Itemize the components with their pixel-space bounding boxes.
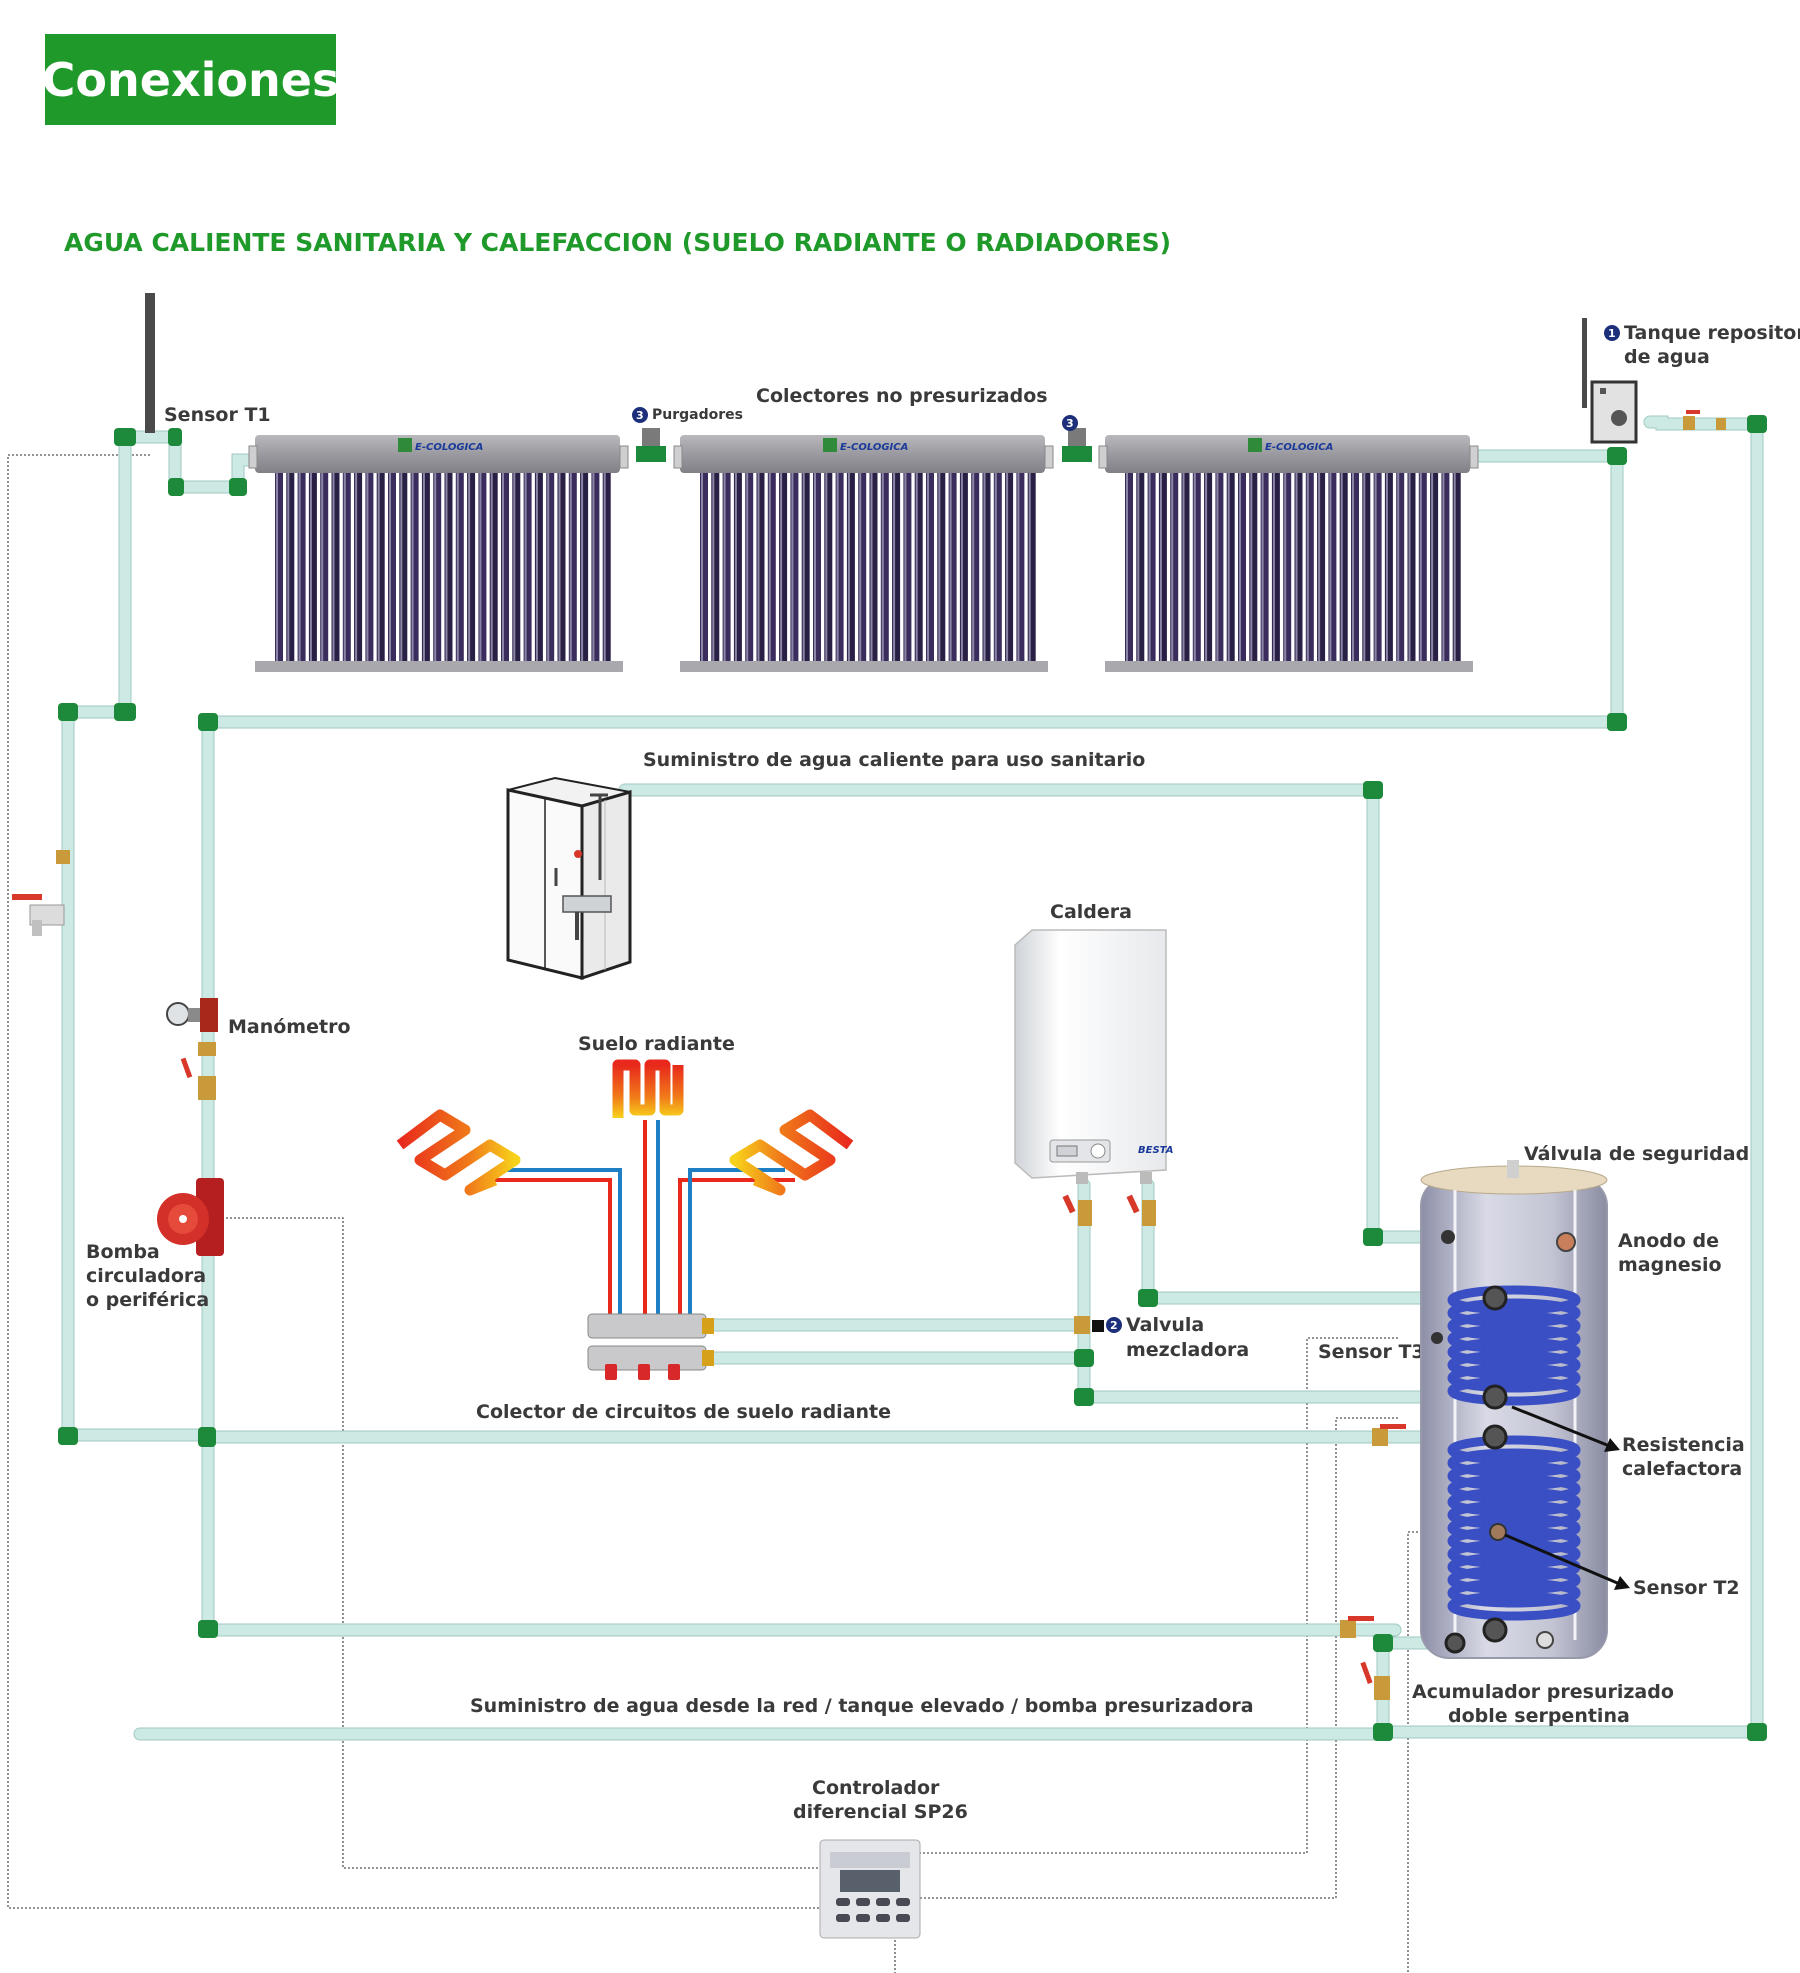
- pressure-gauge-icon: [166, 998, 218, 1032]
- bomba-label-line2: circuladora: [86, 1265, 206, 1287]
- circulation-pump-icon: [157, 1178, 224, 1256]
- coil-turn: [1447, 1526, 1581, 1556]
- sensor-t1-label: Sensor T1: [164, 404, 271, 426]
- boiler-brand: BESTA: [1138, 1145, 1173, 1156]
- sensor-t3-label: Sensor T3: [1318, 1341, 1425, 1363]
- tanque-label-line2: de agua: [1624, 346, 1710, 368]
- coil-turn: [1447, 1435, 1581, 1465]
- collector-brand: E-COLOGICA: [840, 442, 908, 453]
- pipe-elbows: [58, 415, 1767, 1741]
- purgador2-number-badge: [1062, 415, 1078, 431]
- coil-turn: [1447, 1448, 1581, 1478]
- page-title: Conexiones: [42, 34, 339, 125]
- acumulador-label-line2: doble serpentina: [1448, 1705, 1630, 1727]
- sensor-t1-probe: [145, 293, 155, 433]
- purgadores-label: Purgadores: [652, 407, 743, 423]
- resistencia-label-line2: calefactora: [1622, 1458, 1742, 1480]
- coil-turn: [1447, 1565, 1581, 1595]
- controlador-label-line1: Controlador: [812, 1777, 940, 1799]
- coil-turn: [1447, 1298, 1581, 1328]
- tank-ports: [1431, 1230, 1576, 1654]
- coil-turn: [1447, 1324, 1581, 1354]
- coil-turn: [1447, 1337, 1581, 1367]
- caldera-label: Caldera: [1050, 901, 1132, 923]
- bomba-label-line1: Bomba: [86, 1241, 160, 1263]
- collector-brand: E-COLOGICA: [1265, 442, 1333, 453]
- valvula-mez-label-line2: mezcladora: [1126, 1339, 1249, 1361]
- colector-suelo-label: Colector de circuitos de suelo radiante: [476, 1401, 891, 1423]
- purgador2-number: 3: [1066, 417, 1074, 430]
- valvula-mez-number: 2: [1110, 1319, 1118, 1332]
- coil-turn: [1447, 1311, 1581, 1341]
- coil-turn: [1447, 1487, 1581, 1517]
- colectores-label: Colectores no presurizados: [756, 385, 1048, 407]
- shower-cabin-icon: [506, 776, 632, 981]
- acumulador-label-line1: Acumulador presurizado: [1412, 1681, 1674, 1703]
- ball-valve-icon: [180, 1042, 216, 1100]
- coil-turn: [1447, 1474, 1581, 1504]
- purgador-valve-1: [636, 428, 666, 462]
- anodo-label-line2: magnesio: [1618, 1254, 1722, 1276]
- coil-turn: [1447, 1578, 1581, 1608]
- mixing-valve-icon: [1074, 1316, 1104, 1334]
- differential-controller-icon: [819, 1839, 921, 1939]
- valvula-seguridad-label: Válvula de seguridad: [1524, 1143, 1749, 1165]
- drain-valve-icon: [12, 850, 70, 936]
- acs-label: Suministro de agua caliente para uso san…: [643, 749, 1145, 771]
- sensor-t2-label: Sensor T2: [1633, 1577, 1740, 1599]
- coil-turn: [1447, 1461, 1581, 1491]
- solar-collectors: E-COLOGICA E-COLOGICA E-COLOGICA: [248, 435, 1479, 672]
- page-subtitle: AGUA CALIENTE SANITARIA Y CALEFACCION (S…: [64, 228, 1172, 257]
- floor-heating-manifold-icon: [587, 1313, 714, 1380]
- coil-turn: [1447, 1350, 1581, 1380]
- coil-turn: [1447, 1591, 1581, 1621]
- resistencia-label-line1: Resistencia: [1622, 1434, 1745, 1456]
- purgadores-number-badge: [632, 407, 648, 423]
- coil-turn: [1447, 1363, 1581, 1393]
- control-wires: [7, 454, 1498, 1973]
- collector-brand: E-COLOGICA: [415, 442, 483, 453]
- tank-inlet-valves: [1340, 1424, 1406, 1700]
- coil-turn: [1447, 1376, 1581, 1406]
- boiler-icon: [1014, 929, 1167, 1184]
- controlador-label-line2: diferencial SP26: [793, 1801, 968, 1823]
- floor-heating-loops: [396, 1059, 854, 1330]
- coil-turn: [1447, 1552, 1581, 1582]
- solar-collector-icon: E-COLOGICA: [1098, 435, 1479, 672]
- purgador-valve-2: [1062, 428, 1092, 462]
- valvula-mez-label-line1: Valvula: [1126, 1314, 1204, 1336]
- purgadores-number: 3: [636, 409, 644, 422]
- tanque-number-badge: [1604, 325, 1620, 341]
- tanque-repositor-icon: [1582, 318, 1638, 444]
- tank-coils: [1447, 1285, 1581, 1621]
- coil-turn: [1447, 1539, 1581, 1569]
- tanque-label-line1: Tanque repositor: [1624, 322, 1800, 344]
- tanque-number: 1: [1608, 327, 1616, 340]
- suelo-radiante-label: Suelo radiante: [578, 1033, 735, 1055]
- anodo-label-line1: Anodo de: [1618, 1230, 1719, 1252]
- annotation-arrows: [1504, 1405, 1630, 1590]
- bomba-label-line3: o periférica: [86, 1289, 209, 1311]
- suministro-red-label: Suministro de agua desde la red / tanque…: [470, 1695, 1254, 1717]
- solar-collector-icon: E-COLOGICA: [673, 435, 1054, 672]
- coil-turn: [1447, 1285, 1581, 1315]
- valvula-mez-number-badge: [1106, 1317, 1122, 1333]
- manometro-label: Manómetro: [228, 1016, 351, 1038]
- tanque-valve: [1683, 410, 1726, 430]
- boiler-valves: [1062, 1194, 1156, 1226]
- solar-collector-icon: E-COLOGICA: [248, 435, 629, 672]
- coil-turn: [1447, 1500, 1581, 1530]
